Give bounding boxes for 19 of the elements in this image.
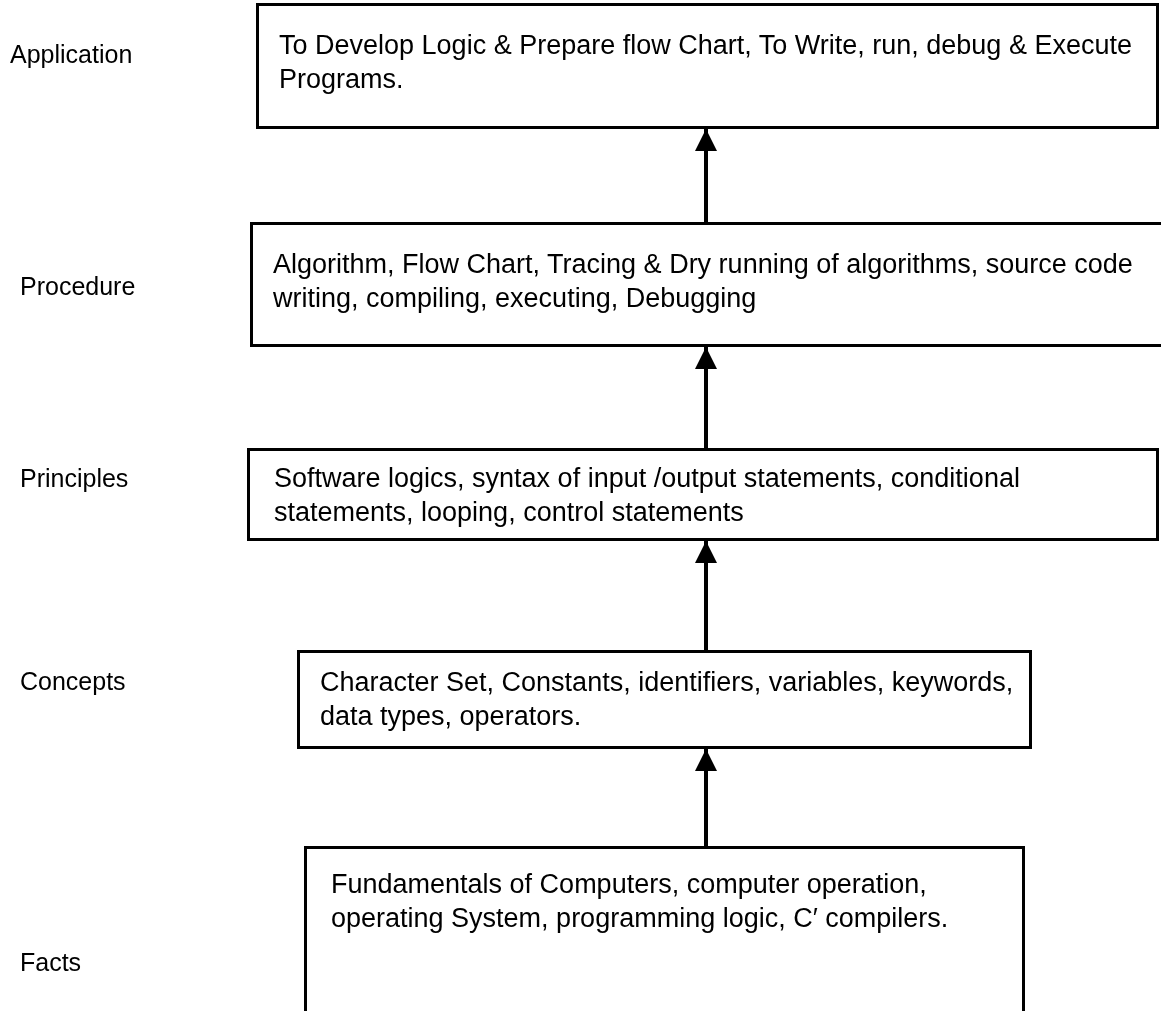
- level-label: Concepts: [20, 667, 126, 696]
- box-text: To Develop Logic & Prepare flow Chart, To Write, run, debug & Execute Programs.: [279, 29, 1133, 96]
- box-text: Algorithm, Flow Chart, Tracing & Dry running of algorithms, source code writing, compiling, executing, Debugging: [273, 248, 1134, 315]
- arrow: [695, 347, 717, 448]
- arrow: [695, 129, 717, 222]
- process-box: [250, 222, 1161, 347]
- process-box: [297, 650, 1032, 749]
- level-label: Facts: [20, 948, 82, 977]
- box-text: Software logics, syntax of input /output statements, conditional statements, looping, control statements: [274, 462, 1021, 529]
- box-text: Fundamentals of Computers, computer operation, operating System, programming logic, C′ compilers.: [331, 868, 950, 935]
- level-label: Procedure: [20, 272, 136, 301]
- process-box: [256, 3, 1159, 129]
- process-box: [304, 846, 1025, 1011]
- arrow: [695, 541, 717, 650]
- level-label: Principles: [20, 464, 129, 493]
- box-text: Character Set, Constants, identifiers, variables, keywords, data types, operators.: [320, 666, 1015, 733]
- arrow: [695, 749, 717, 846]
- level-label: Application: [10, 40, 133, 69]
- process-box: [247, 448, 1159, 541]
